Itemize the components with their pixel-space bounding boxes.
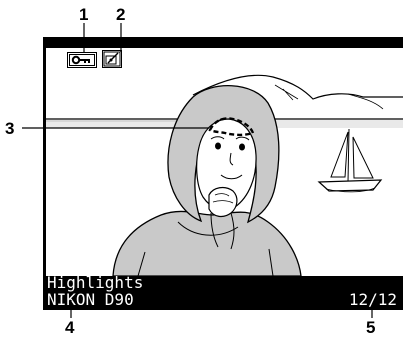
callout-4: 4 [65, 319, 74, 336]
frame-counter: 12/12 [349, 292, 397, 308]
camera-model: NIKON D90 [47, 292, 134, 308]
key-icon [67, 52, 97, 68]
mode-label: Highlights [47, 275, 143, 291]
callout-1: 1 [79, 6, 88, 23]
callout-5: 5 [366, 319, 375, 336]
callout-2: 2 [116, 6, 125, 23]
retouch-icon [102, 50, 122, 68]
callout-3: 3 [5, 120, 14, 137]
photo-illustration [43, 37, 403, 310]
camera-lcd-screen: Highlights NIKON D90 12/12 [43, 37, 403, 310]
